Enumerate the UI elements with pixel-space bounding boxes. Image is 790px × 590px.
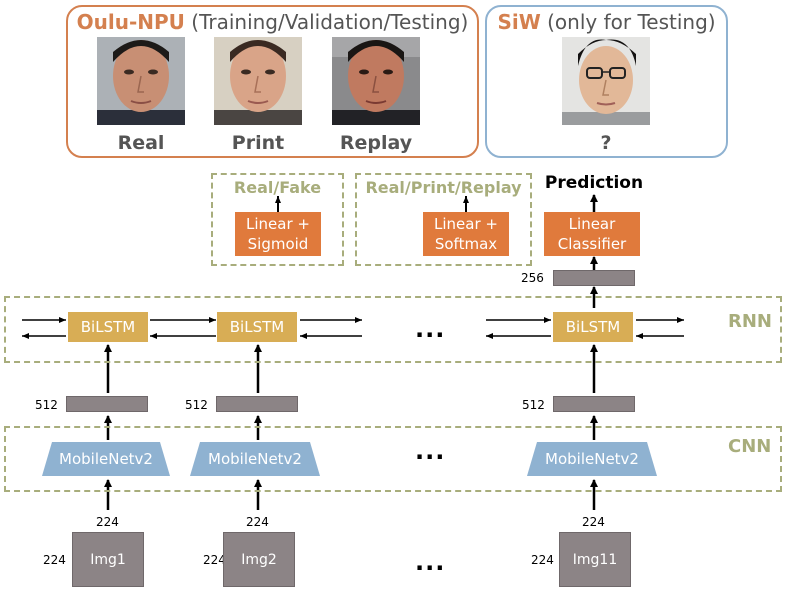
input-height-3: 224 [531, 553, 554, 567]
cnn-feature-1 [66, 396, 148, 412]
prediction-line2: Classifier [557, 235, 627, 253]
input-image-1: Img1 [72, 532, 144, 587]
face-label-print: Print [231, 132, 285, 154]
face-label-replay: Replay [339, 132, 413, 154]
cnn-feature-2 [216, 396, 298, 412]
prediction-line1: Linear [568, 215, 616, 233]
cnn-label: CNN [728, 436, 772, 457]
mobilenet-block-3 [527, 442, 657, 476]
bilstm-cell-3: BiLSTM [553, 312, 633, 342]
bilstm-cell-2: BiLSTM [217, 312, 297, 342]
input-ellipsis: ... [415, 548, 446, 576]
cnn-feature-dim-2: 512 [185, 398, 208, 412]
prediction-dim-label: 256 [521, 271, 544, 285]
input-height-1: 224 [43, 553, 66, 567]
prediction-feature-256 [553, 270, 635, 286]
rnn-label: RNN [728, 311, 772, 332]
siw-title-row: SiW (only for Testing) [485, 10, 728, 34]
ternary-head-line2: Softmax [434, 235, 498, 253]
oulu-npu-subtitle: (Training/Validation/Testing) [191, 10, 469, 34]
cnn-feature-3 [553, 396, 635, 412]
oulu-npu-title-row: Oulu-NPU (Training/Validation/Testing) [66, 10, 479, 34]
face-print [214, 37, 302, 125]
binary-head-line1: Linear + [246, 215, 310, 233]
cnn-ellipsis: ... [415, 437, 446, 465]
rnn-ellipsis: ... [415, 315, 446, 343]
bilstm-cell-1: BiLSTM [68, 312, 148, 342]
input-image-2: Img2 [223, 532, 295, 587]
cnn-feature-dim-3: 512 [522, 398, 545, 412]
siw-subtitle: (only for Testing) [547, 10, 716, 34]
mobilenet-label-3: MobileNetv2 [545, 450, 639, 468]
input-image-3: Img11 [559, 532, 631, 587]
siw-panel [485, 5, 728, 158]
mobilenet-block-2 [190, 442, 320, 476]
input-width-1: 224 [96, 515, 119, 529]
input-width-3: 224 [582, 515, 605, 529]
ternary-head-group [355, 173, 532, 266]
face-replay [332, 37, 420, 125]
rnn-layer [4, 296, 782, 363]
face-label-siw: ? [600, 132, 612, 154]
binary-head-block: Linear + Sigmoid [235, 212, 321, 256]
oulu-npu-panel [66, 5, 479, 158]
cnn-feature-dim-1: 512 [35, 398, 58, 412]
cnn-layer [4, 426, 782, 492]
binary-head-output: Real/Fake [233, 178, 322, 197]
prediction-label: Prediction [544, 173, 644, 193]
ternary-head-output: Real/Print/Replay [365, 178, 522, 197]
mobilenet-block-1 [42, 442, 170, 476]
input-width-2: 224 [246, 515, 269, 529]
oulu-npu-title: Oulu-NPU [76, 10, 185, 34]
binary-head-group [211, 173, 344, 266]
face-siw [562, 37, 650, 125]
ternary-head-block: Linear + Softmax [423, 212, 509, 256]
ternary-head-line1: Linear + [434, 215, 498, 233]
mobilenet-label-2: MobileNetv2 [208, 450, 302, 468]
face-real [97, 37, 185, 125]
mobilenet-label-1: MobileNetv2 [59, 450, 153, 468]
face-label-real: Real [117, 132, 165, 154]
prediction-classifier-block: Linear Classifier [544, 212, 640, 256]
input-height-2: 224 [203, 553, 226, 567]
binary-head-line2: Sigmoid [247, 235, 309, 253]
siw-title: SiW [497, 10, 541, 34]
